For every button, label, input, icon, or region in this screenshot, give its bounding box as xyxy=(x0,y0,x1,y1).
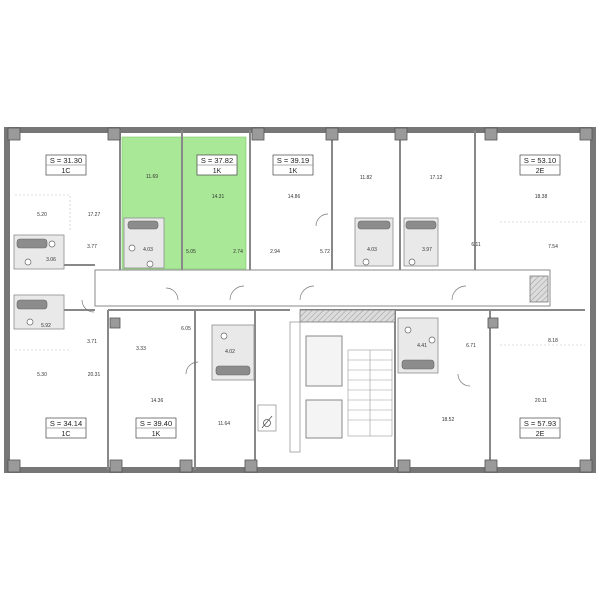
room-label: 14.36 xyxy=(151,398,164,404)
apartment-box-a2[interactable]: S = 37.82 1K xyxy=(196,154,238,176)
room-label: 18.38 xyxy=(535,194,548,200)
room-label: 6.05 xyxy=(181,326,191,332)
apartment-area: S = 57.93 xyxy=(524,419,556,428)
apartment-code: 1K xyxy=(152,431,161,438)
door-swings xyxy=(81,213,471,387)
room-label: 5.20 xyxy=(37,212,47,218)
room-label: 2.94 xyxy=(270,249,280,255)
apartment-box-a6[interactable]: S = 39.40 1K xyxy=(135,417,177,439)
corridor xyxy=(94,269,551,307)
apartment-code: 1K xyxy=(213,168,222,175)
fire-hose-icon xyxy=(257,404,277,432)
room-label: 7.54 xyxy=(548,244,558,250)
room-labels: 11.69 14.31 4.03 5.05 2.74 5.20 17.27 3.… xyxy=(37,174,558,427)
apartment-area: S = 31.30 xyxy=(50,156,82,165)
room-label: 6.11 xyxy=(471,242,481,248)
stair-core xyxy=(289,309,396,453)
apartment-box-a7[interactable]: S = 57.93 2E xyxy=(519,417,561,439)
zone-lines xyxy=(15,194,585,351)
room-label: 4.41 xyxy=(417,343,427,349)
room-label: 3.77 xyxy=(87,244,97,250)
apartment-area: S = 37.82 xyxy=(201,156,233,165)
room-label: 6.71 xyxy=(466,343,476,349)
room-label: 5.92 xyxy=(41,323,51,329)
room-label: 17.27 xyxy=(88,212,101,218)
apartment-area: S = 39.40 xyxy=(140,419,172,428)
exterior-wall xyxy=(4,127,596,473)
room-label: 20.31 xyxy=(88,372,101,378)
apartment-area: S = 39.19 xyxy=(277,156,309,165)
room-label: 2.74 xyxy=(233,249,243,255)
apartment-code: 2E xyxy=(536,431,545,438)
room-label: 17.12 xyxy=(430,175,443,181)
room-label: 4.03 xyxy=(367,247,377,253)
apartment-code: 2E xyxy=(536,168,545,175)
room-label: 5.72 xyxy=(320,249,330,255)
apartment-code: 1C xyxy=(62,431,71,438)
apartment-box-a3[interactable]: S = 39.19 1K xyxy=(272,154,314,176)
room-label: 20.11 xyxy=(535,398,547,404)
room-label: 14.31 xyxy=(212,194,225,200)
apartment-box-a5[interactable]: S = 34.14 1C xyxy=(45,417,87,439)
room-label: 8.18 xyxy=(548,338,558,344)
room-label: 4.03 xyxy=(143,247,153,253)
room-label: 3.06 xyxy=(46,257,56,263)
apartment-box-a1[interactable]: S = 31.30 1C xyxy=(45,154,87,176)
columns xyxy=(7,127,593,473)
room-label: 4.02 xyxy=(225,349,235,355)
bathrooms xyxy=(13,217,439,381)
apartment-code: 1K xyxy=(289,168,298,175)
room-label: 5.05 xyxy=(186,249,196,255)
room-label: 3.33 xyxy=(136,346,146,352)
room-label: 3.71 xyxy=(87,339,97,345)
apartment-box-a4[interactable]: S = 53.10 2E xyxy=(519,154,561,176)
room-label: 11.69 xyxy=(146,174,158,180)
apartment-area: S = 34.14 xyxy=(50,419,82,428)
corridor-end-hatch xyxy=(529,275,549,303)
apartment-area: S = 53.10 xyxy=(524,156,556,165)
fixtures xyxy=(24,240,436,344)
room-label: 5.30 xyxy=(37,372,47,378)
room-label: 3.97 xyxy=(422,247,432,253)
room-label: 11.82 xyxy=(360,175,372,181)
room-label: 18.52 xyxy=(442,417,455,423)
room-label: 14.86 xyxy=(288,194,301,200)
room-label: 11.64 xyxy=(218,421,230,427)
apartment-code: 1C xyxy=(62,168,71,175)
